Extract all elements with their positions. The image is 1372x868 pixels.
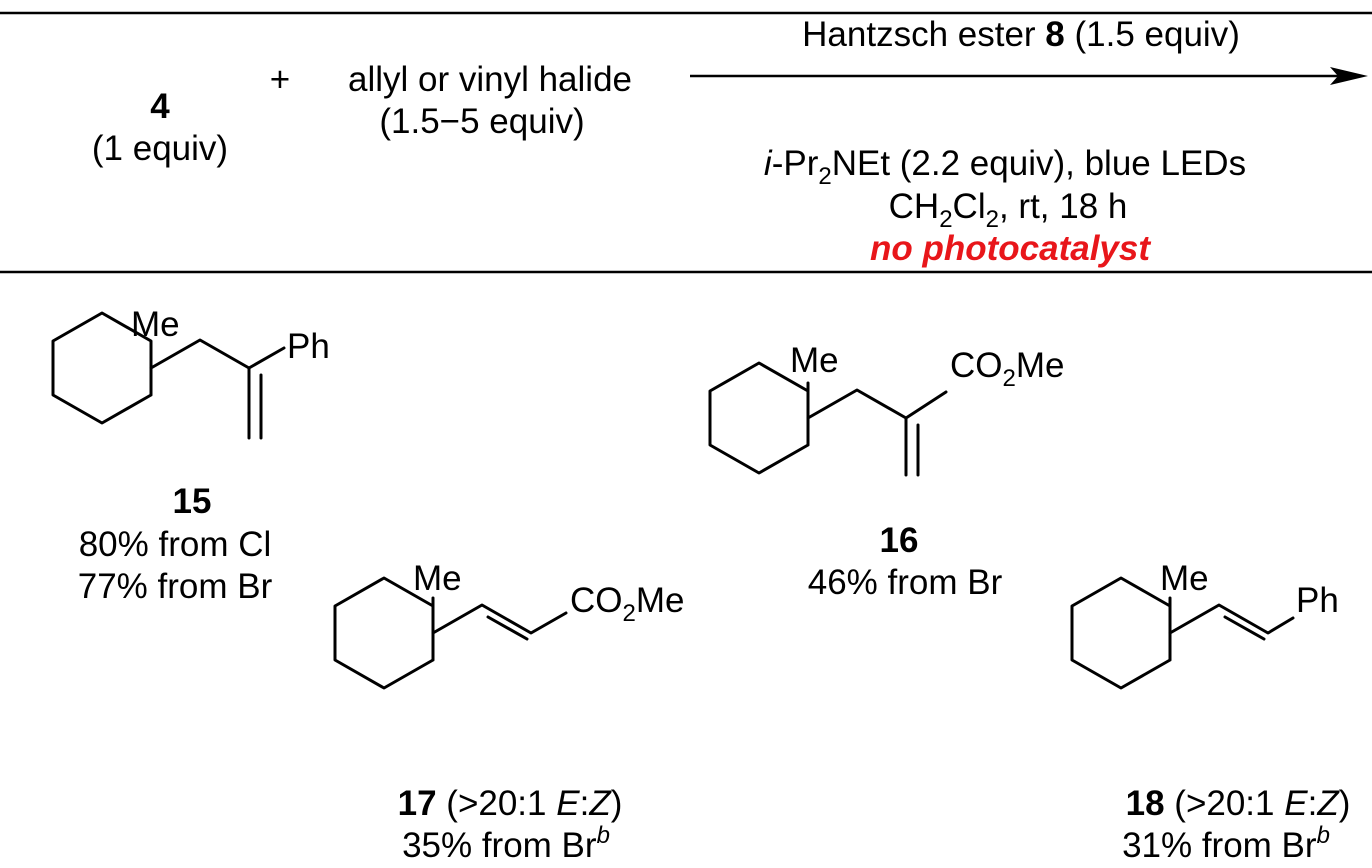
reaction-arrow <box>690 67 1368 85</box>
p16-co2me-label: CO2Me <box>950 346 1064 392</box>
p17-yield: 35% from Brb <box>402 822 610 865</box>
p18-number-ratio: 18 (>20:1 E:Z) <box>1126 784 1351 823</box>
condition-above-arrow: Hantzsch ester 8 (1.5 equiv) <box>802 15 1240 54</box>
condition-line-solvent: CH2Cl2, rt, 18 h <box>889 187 1128 233</box>
p18-ph-label: Ph <box>1296 581 1339 620</box>
p15-me-label: Me <box>131 305 180 344</box>
p18-me-label: Me <box>1160 559 1209 598</box>
reagent-name: allyl or vinyl halide <box>348 60 632 99</box>
p17-number-ratio: 17 (>20:1 E:Z) <box>398 784 623 823</box>
structure-17 <box>333 576 568 690</box>
p15-number: 15 <box>173 482 212 521</box>
p16-yield: 46% from Br <box>808 563 1003 602</box>
p15-yield-cl: 80% from Cl <box>79 525 272 564</box>
condition-line-base: i-Pr2NEt (2.2 equiv), blue LEDs <box>764 144 1246 190</box>
p16-me-label: Me <box>790 341 839 380</box>
p16-number: 16 <box>880 521 919 560</box>
structure-18 <box>1070 576 1295 690</box>
p17-co2me-label: CO2Me <box>570 581 684 627</box>
reactant-number: 4 <box>150 87 170 126</box>
no-photocatalyst-note: no photocatalyst <box>870 229 1151 268</box>
p17-me-label: Me <box>413 559 462 598</box>
p15-yield-br: 77% from Br <box>78 567 273 606</box>
structure-15 <box>51 311 286 440</box>
reagent-equiv: (1.5−5 equiv) <box>379 102 584 141</box>
p18-yield: 31% from Brb <box>1122 822 1330 865</box>
p15-ph-label: Ph <box>287 327 330 366</box>
structure-16 <box>708 361 948 477</box>
reactant-equiv: (1 equiv) <box>92 129 228 168</box>
plus-sign: + <box>270 60 290 99</box>
